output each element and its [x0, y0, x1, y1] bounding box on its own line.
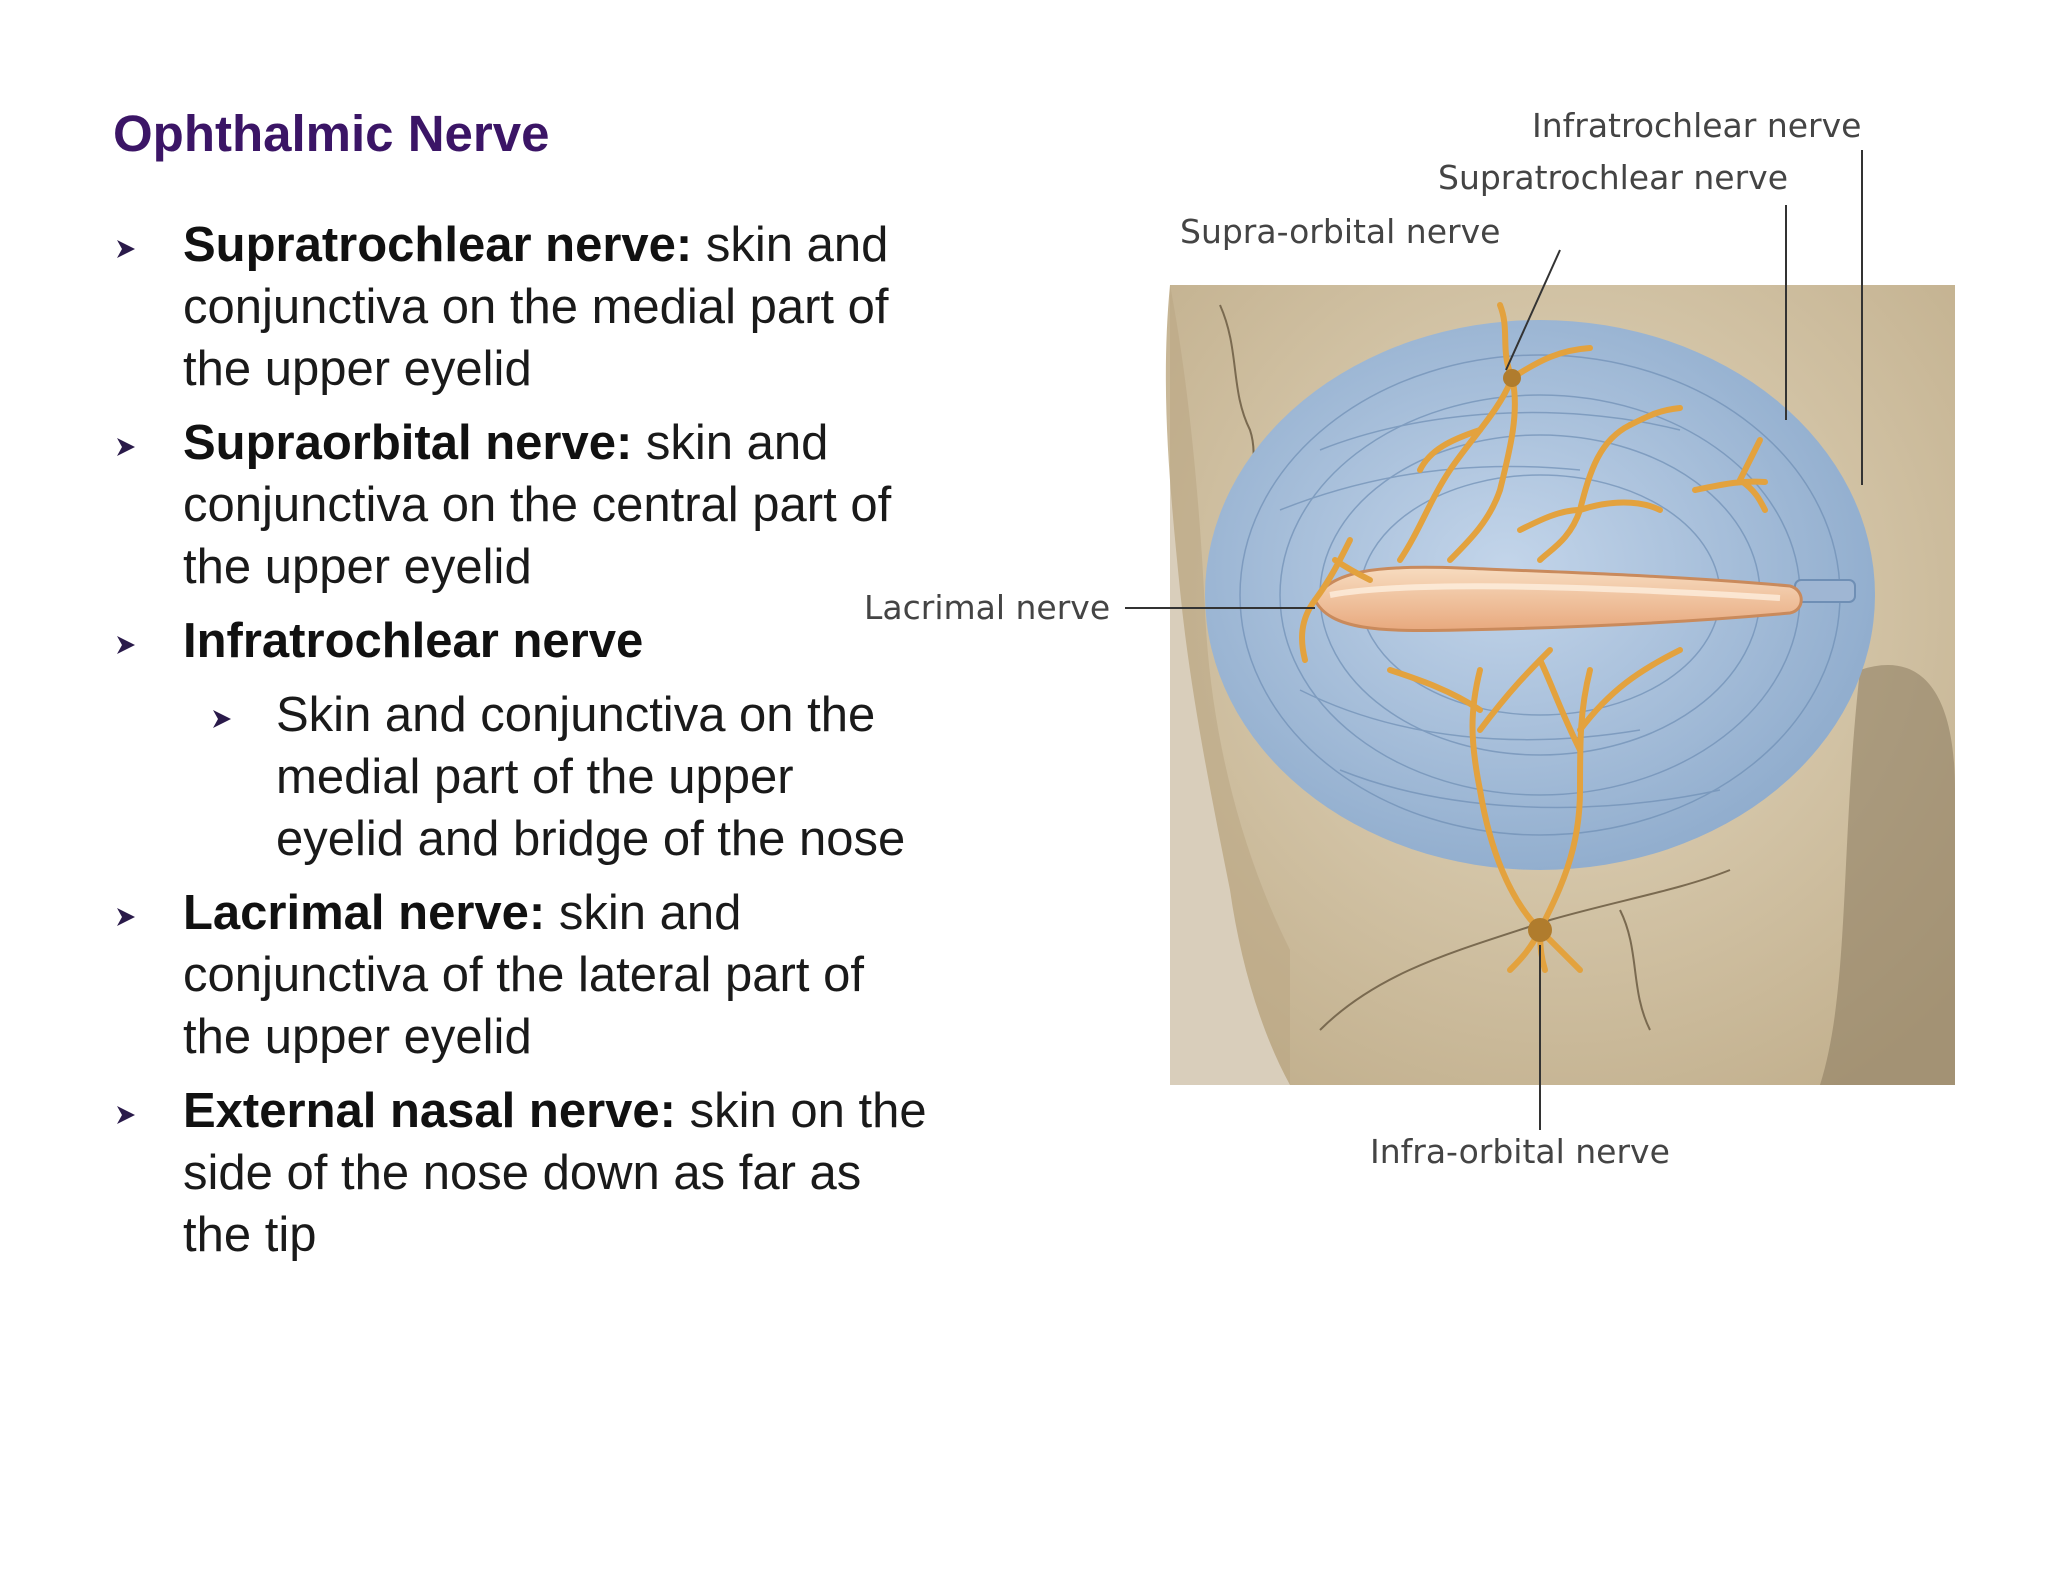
arrowhead-bullet-icon	[113, 1080, 143, 1142]
arrowhead-bullet-icon	[209, 684, 239, 746]
nerve-branches	[1299, 302, 1768, 973]
term-label: Lacrimal nerve:	[183, 886, 546, 940]
term-description: skin and conjunctiva on the medial part …	[183, 218, 889, 396]
arrowhead-bullet-icon	[113, 882, 143, 944]
label-supraorbital: Supra-orbital nerve	[1180, 212, 1501, 251]
list-item-supraorbital: Supraorbital nerve: skin and conjunctiva…	[113, 412, 933, 598]
label-infraorbital: Infra-orbital nerve	[1370, 1132, 1670, 1171]
palpebral-fissure	[1313, 565, 1803, 633]
label-infratrochlear: Infratrochlear nerve	[1532, 106, 1862, 145]
list-item-supratrochlear: Supratrochlear nerve: skin and conjuncti…	[113, 214, 933, 400]
term-label: External nasal nerve:	[183, 1084, 676, 1138]
sub-bullet-list: Skin and conjunctiva on the medial part …	[183, 684, 933, 870]
arrowhead-bullet-icon	[113, 412, 143, 474]
bullet-list: Supratrochlear nerve: skin and conjuncti…	[113, 214, 933, 1278]
term-label: Infratrochlear nerve	[183, 614, 644, 668]
sub-list-item: Skin and conjunctiva on the medial part …	[183, 684, 933, 870]
term-description: skin and conjunctiva of the lateral part…	[183, 886, 864, 1064]
arrowhead-bullet-icon	[113, 610, 143, 672]
list-item-external-nasal: External nasal nerve: skin on the side o…	[113, 1080, 933, 1266]
label-lacrimal: Lacrimal nerve	[864, 588, 1111, 627]
list-item-lacrimal: Lacrimal nerve: skin and conjunctiva of …	[113, 882, 933, 1068]
term-description: skin and conjunctiva on the central part…	[183, 416, 892, 594]
term-label: Supratrochlear nerve:	[183, 218, 693, 272]
term-label: Supraorbital nerve:	[183, 416, 633, 470]
orbit-illustration	[1125, 150, 1955, 1130]
orbit-nerve-figure: Infratrochlear nerve Supratrochlear nerv…	[860, 90, 1980, 1200]
sub-description: Skin and conjunctiva on the medial part …	[276, 688, 906, 866]
arrowhead-bullet-icon	[113, 214, 143, 276]
term-description: skin on the side of the nose down as far…	[183, 1084, 927, 1262]
list-item-infratrochlear: Infratrochlear nerve Skin and conjunctiv…	[113, 610, 933, 870]
label-supratrochlear: Supratrochlear nerve	[1438, 158, 1788, 197]
page-title: Ophthalmic Nerve	[113, 105, 550, 162]
